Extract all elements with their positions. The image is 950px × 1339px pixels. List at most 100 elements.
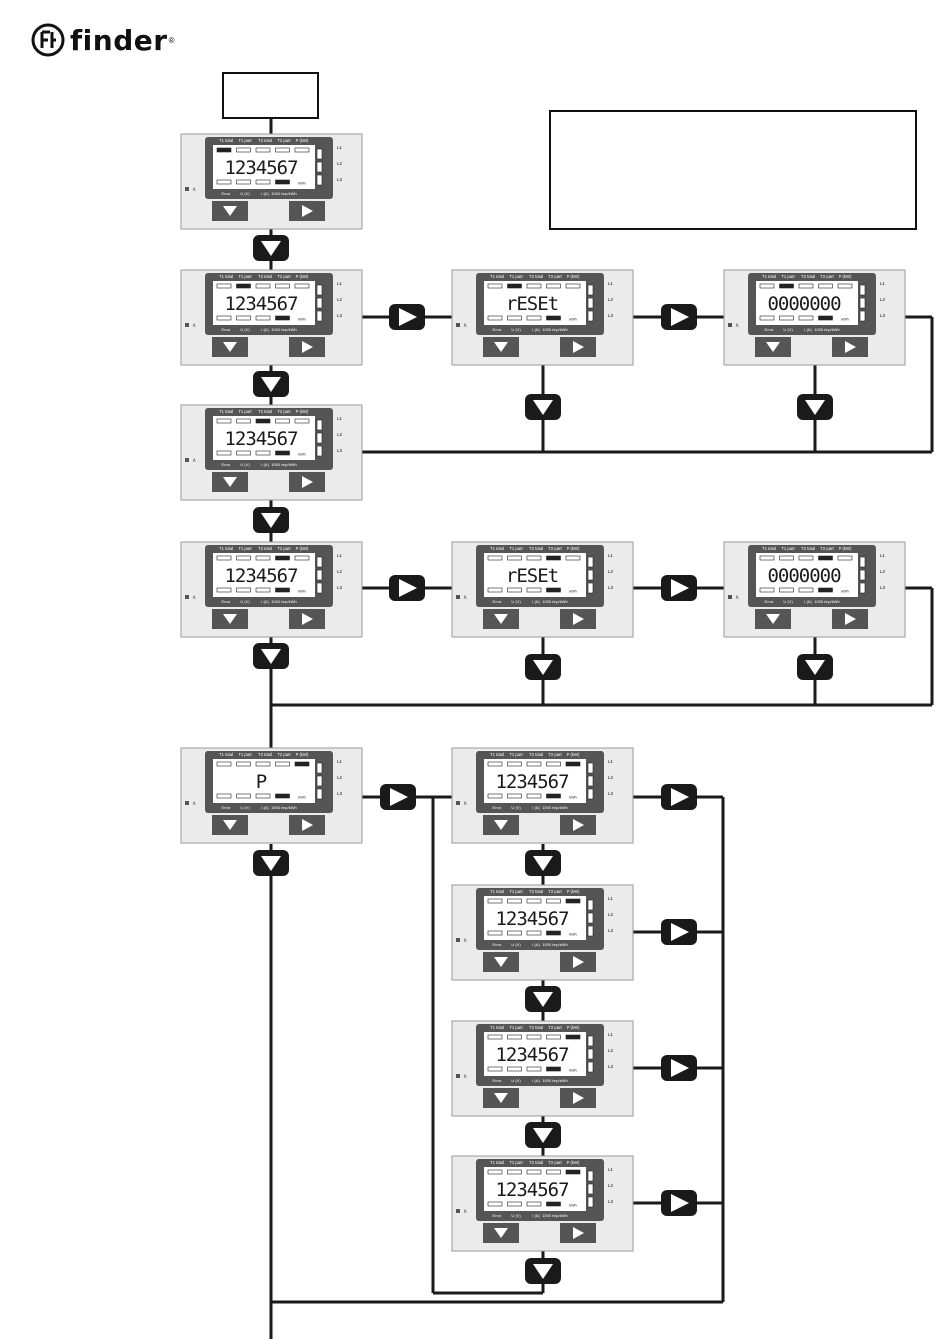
- panel-right-button[interactable]: [832, 609, 868, 629]
- bottom-label: I (A): [261, 805, 269, 810]
- down-triangle-icon: [805, 400, 825, 415]
- indicator-top: [507, 1169, 522, 1175]
- indicator-bottom: [255, 179, 271, 185]
- panel-down-button[interactable]: [212, 815, 248, 835]
- unit-label: kWh: [298, 318, 305, 322]
- phase-label: L1: [608, 1032, 614, 1037]
- panel-down-button[interactable]: [755, 337, 791, 357]
- indicator-top: [546, 898, 561, 904]
- down-triangle-icon: [223, 614, 237, 624]
- indicator-bottom: [487, 1066, 503, 1072]
- top-label: T2 part: [548, 1160, 562, 1165]
- top-label: T1 part: [238, 138, 252, 143]
- phase-bar: [859, 284, 866, 296]
- indicator-top: [236, 761, 251, 767]
- down-arrow-box: [797, 654, 833, 680]
- phase-label: L1: [608, 896, 614, 901]
- right-arrow-box: [661, 304, 697, 330]
- panel-right-button[interactable]: [289, 609, 325, 629]
- phase-bar: [316, 556, 323, 568]
- indicator-bottom: [526, 793, 542, 799]
- panel-down-button[interactable]: [483, 815, 519, 835]
- indicator-bottom: [275, 793, 290, 799]
- bottom-label: Error: [493, 599, 503, 604]
- panel-down-button[interactable]: [212, 337, 248, 357]
- indicator-bottom: [507, 930, 522, 936]
- top-label: T1 total: [490, 1025, 504, 1030]
- right-triangle-icon: [573, 956, 584, 968]
- panel-down-button[interactable]: [483, 1088, 519, 1108]
- phase-label: L3: [337, 585, 343, 590]
- top-label: T2 part: [548, 752, 562, 757]
- down-arrow-box: [525, 394, 561, 420]
- panel-down-button[interactable]: [212, 201, 248, 221]
- status-led: [185, 187, 189, 191]
- unit-label: kWh: [569, 590, 576, 594]
- phase-bar: [316, 569, 323, 581]
- bottom-label: I (A): [261, 191, 269, 196]
- bottom-label: U (V): [511, 327, 521, 332]
- unit-label: kWh: [569, 933, 576, 937]
- indicator-top: [507, 555, 522, 561]
- panel-right-button[interactable]: [289, 201, 325, 221]
- phase-bar: [587, 297, 594, 309]
- top-label: P (kW): [567, 274, 580, 279]
- indicator-bottom: [818, 587, 833, 593]
- bottom-label: 1000 imp/kWh: [542, 942, 568, 947]
- panel-down-button[interactable]: [755, 609, 791, 629]
- indicator-bottom: [546, 1066, 561, 1072]
- signal-icon: ∧: [463, 594, 467, 601]
- start-box: [222, 72, 319, 119]
- top-label: P (kW): [567, 1025, 580, 1030]
- top-label: T2 part: [548, 274, 562, 279]
- indicator-bottom: [275, 587, 290, 593]
- panel-right-button[interactable]: [560, 1088, 596, 1108]
- phase-bar: [587, 569, 594, 581]
- indicator-bottom: [546, 930, 561, 936]
- panel-right-button[interactable]: [560, 815, 596, 835]
- top-label: T2 total: [529, 546, 543, 551]
- indicator-bottom: [255, 793, 271, 799]
- panel-right-button[interactable]: [560, 609, 596, 629]
- panel-down-button[interactable]: [483, 337, 519, 357]
- indicator-top: [275, 761, 290, 767]
- phase-bar: [316, 297, 323, 309]
- top-label: T1 total: [219, 274, 233, 279]
- panel-down-button[interactable]: [483, 1223, 519, 1243]
- down-triangle-icon: [494, 1228, 508, 1238]
- phase-bar: [587, 1061, 594, 1073]
- panel-down-button[interactable]: [483, 952, 519, 972]
- panel-right-button[interactable]: [832, 337, 868, 357]
- panel-down-button[interactable]: [483, 609, 519, 629]
- phase-bar: [587, 556, 594, 568]
- phase-label: L1: [608, 553, 614, 558]
- phase-bar: [316, 582, 323, 594]
- top-label: T2 total: [258, 546, 272, 551]
- registered-mark: ®: [168, 35, 175, 45]
- panel-right-button[interactable]: [560, 952, 596, 972]
- panel-down-button[interactable]: [212, 609, 248, 629]
- phase-label: L3: [608, 585, 614, 590]
- indicator-bottom: [526, 930, 542, 936]
- lcd-value: rESEt: [506, 293, 558, 315]
- indicator-bottom: [507, 587, 522, 593]
- indicator-bottom: [526, 1066, 542, 1072]
- right-triangle-icon: [845, 341, 856, 353]
- panel-right-button[interactable]: [560, 337, 596, 357]
- indicator-top: [526, 761, 542, 767]
- panel-right-button[interactable]: [289, 337, 325, 357]
- panel-right-button[interactable]: [289, 815, 325, 835]
- panel-right-button[interactable]: [560, 1223, 596, 1243]
- top-label: T2 total: [801, 546, 815, 551]
- phase-label: L1: [337, 145, 343, 150]
- phase-bar: [316, 775, 323, 787]
- panel-down-button[interactable]: [212, 472, 248, 492]
- phase-bar: [316, 174, 323, 186]
- bottom-label: Error: [493, 1078, 503, 1083]
- indicator-top: [798, 283, 814, 289]
- panel-right-button[interactable]: [289, 472, 325, 492]
- indicator-bottom: [275, 450, 290, 456]
- top-label: P (kW): [567, 889, 580, 894]
- indicator-bottom: [236, 793, 251, 799]
